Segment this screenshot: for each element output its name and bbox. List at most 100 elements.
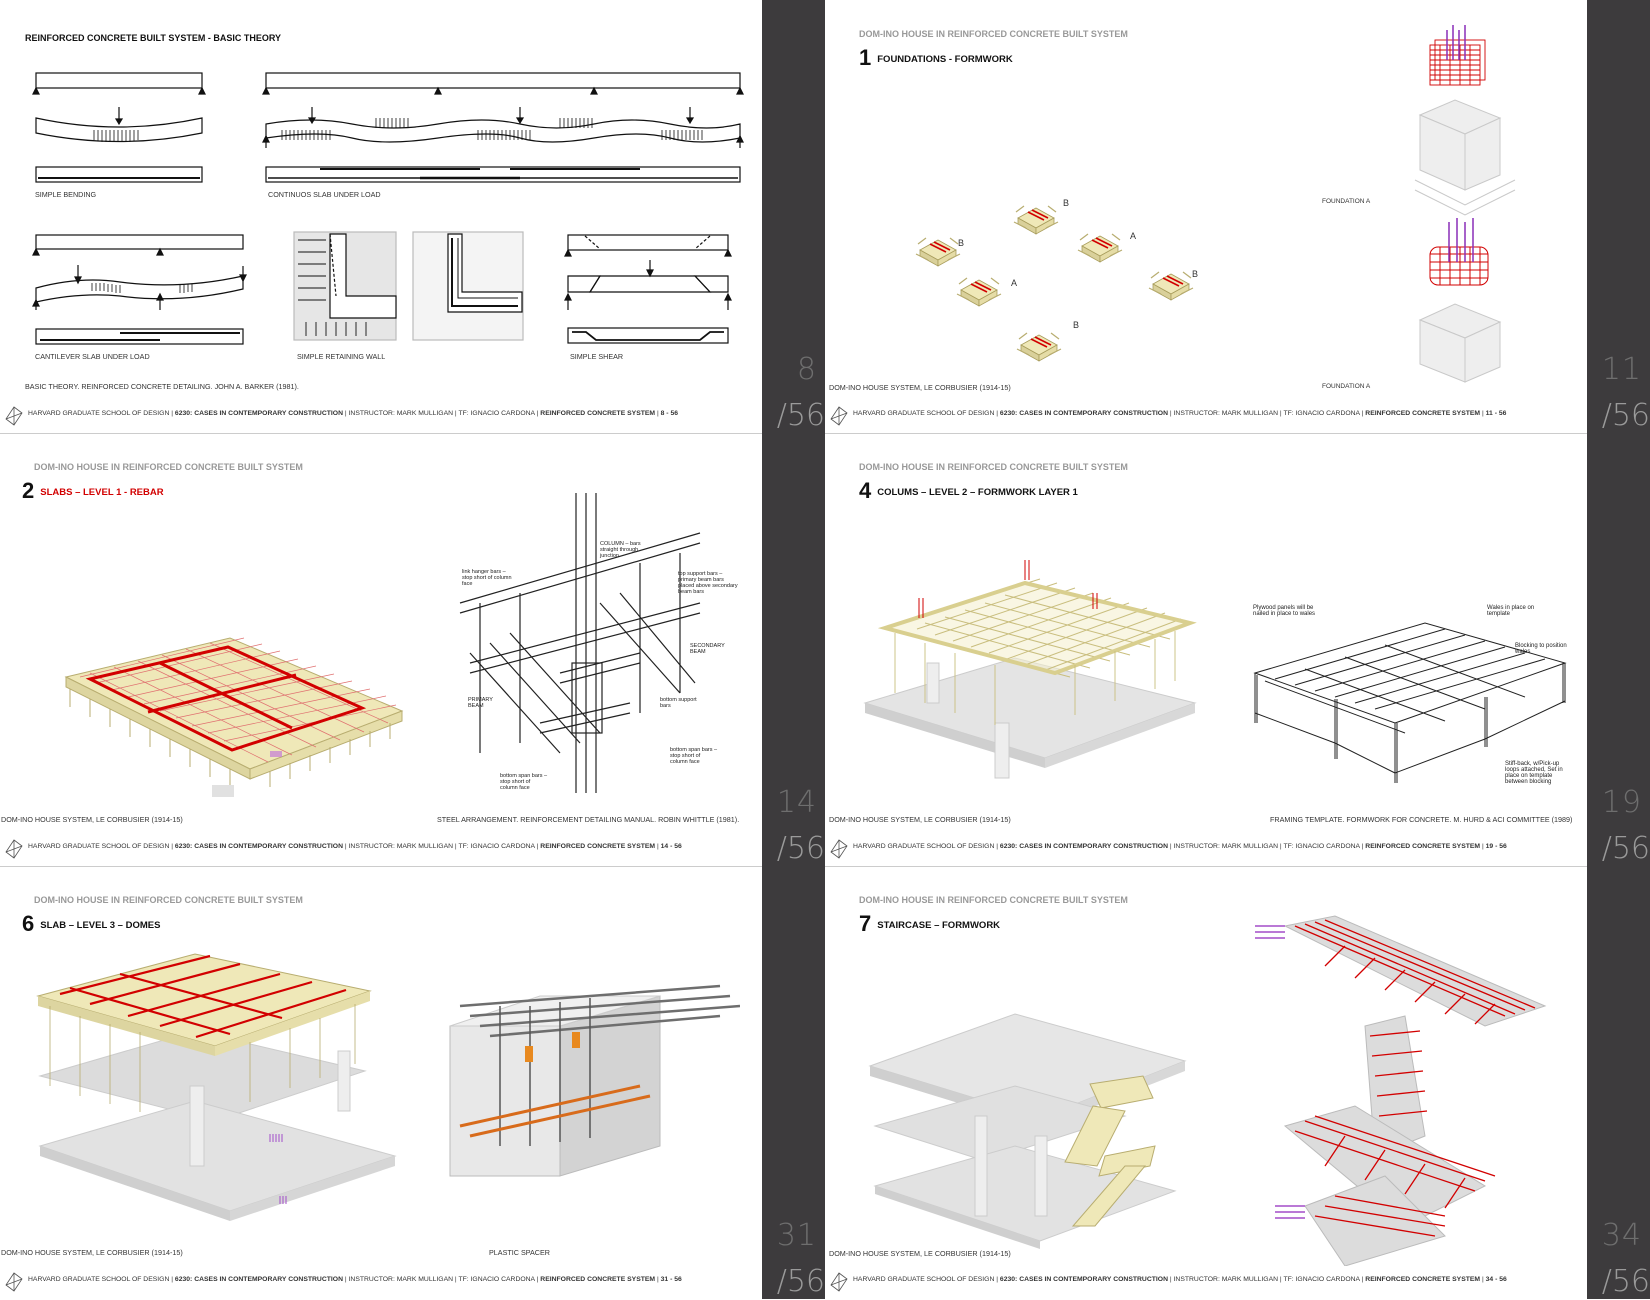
caption-source: DOM-INO HOUSE SYSTEM, LE CORBUSIER (1914…: [1, 1248, 183, 1257]
footer-school: HARVARD GRADUATE SCHOOL OF DESIGN: [28, 410, 170, 417]
slide-header: DOM-INO HOUSE IN REINFORCED CONCRETE BUI…: [34, 462, 303, 472]
caption-simple-shear: SIMPLE SHEAR: [570, 352, 624, 361]
label-a: A: [1130, 231, 1137, 241]
page-number: 11: [1601, 352, 1642, 387]
note-stiff-back: Stiff-back, w/Pick-up loops attached, Se…: [1505, 761, 1563, 785]
gsd-logo-icon: [5, 1272, 23, 1292]
footer-system: REINFORCED CONCRETE SYSTEM: [1365, 410, 1481, 417]
slide-header: DOM-INO HOUSE IN REINFORCED CONCRETE BUI…: [34, 895, 303, 905]
page-total: /56: [776, 831, 825, 866]
slide-footer: HARVARD GRADUATE SCHOOL OF DESIGN | 6230…: [825, 838, 1587, 859]
staircase-rebar-diagram: [1255, 915, 1547, 1266]
caption-framing: FRAMING TEMPLATE. FORMWORK FOR CONCRETE.…: [1270, 815, 1573, 824]
caption-retaining-wall: SIMPLE RETAINING WALL: [297, 352, 386, 361]
label-a: A: [1011, 278, 1018, 288]
divider: [825, 866, 1587, 867]
footer-school: HARVARD GRADUATE SCHOOL OF DESIGN: [853, 1276, 995, 1283]
note-bottom-support: bottom support bars: [660, 697, 697, 709]
note-blocking: Blocking to position wales: [1515, 643, 1567, 655]
footer-instructor: INSTRUCTOR: MARK MULLIGAN: [348, 410, 454, 417]
caption-source: BASIC THEORY. REINFORCED CONCRETE DETAIL…: [25, 382, 299, 391]
step-number: 2: [22, 478, 35, 503]
step-title: SLABS – LEVEL 1 - REBAR: [40, 487, 164, 498]
page-total: /56: [776, 398, 825, 433]
divider: [0, 433, 762, 434]
footer-system: REINFORCED CONCRETE SYSTEM: [1365, 1276, 1481, 1283]
footer-instructor: INSTRUCTOR: MARK MULLIGAN: [348, 1276, 454, 1283]
note-primary: PRIMARY BEAM: [468, 697, 493, 709]
page-number: 19: [1601, 785, 1642, 820]
caption-plastic-spacer: PLASTIC SPACER: [489, 1248, 550, 1257]
page-sidebar: [1587, 866, 1650, 1299]
footer-page: 8 - 56: [660, 410, 679, 417]
domes-slab-diagram: [36, 953, 397, 1221]
plastic-spacer-diagram: [449, 984, 740, 1177]
footer-system: REINFORCED CONCRETE SYSTEM: [540, 843, 656, 850]
gsd-logo-icon: [5, 406, 23, 426]
footer-page: 19 - 56: [1485, 843, 1507, 850]
footer-course: 6230: CASES IN CONTEMPORARY CONSTRUCTION: [174, 410, 343, 417]
slide-14[interactable]: DOM-INO HOUSE IN REINFORCED CONCRETE BUI…: [0, 433, 825, 866]
label-b: B: [1073, 320, 1080, 330]
slide-header: DOM-INO HOUSE IN REINFORCED CONCRETE BUI…: [859, 29, 1128, 39]
gsd-logo-icon: [830, 839, 848, 859]
basic-theory-diagrams: [32, 72, 744, 345]
gsd-logo-icon: [5, 839, 23, 859]
slide-footer: HARVARD GRADUATE SCHOOL OF DESIGN | 6230…: [0, 1271, 762, 1292]
note-link: link hanger bars – stop short of column …: [462, 569, 512, 587]
divider: [825, 433, 1587, 434]
slide-footer: HARVARD GRADUATE SCHOOL OF DESIGN | 6230…: [825, 405, 1587, 426]
footer-school: HARVARD GRADUATE SCHOOL OF DESIGN: [853, 410, 995, 417]
gsd-logo-icon: [830, 1272, 848, 1292]
step-title: SLAB – LEVEL 3 – DOMES: [40, 920, 161, 931]
slide-8[interactable]: REINFORCED CONCRETE BUILT SYSTEM - BASIC…: [0, 0, 825, 433]
caption-source: DOM-INO HOUSE SYSTEM, LE CORBUSIER (1914…: [829, 383, 1011, 392]
note-bottom-span: bottom span bars – stop short of column …: [670, 747, 718, 765]
footer-instructor: INSTRUCTOR: MARK MULLIGAN: [348, 843, 454, 850]
step-title: FOUNDATIONS - FORMWORK: [877, 54, 1013, 65]
divider: [0, 866, 762, 867]
page-total: /56: [776, 1264, 825, 1299]
slide-footer: HARVARD GRADUATE SCHOOL OF DESIGN | 6230…: [0, 405, 762, 426]
page-number: 31: [776, 1218, 817, 1253]
step-number: 7: [859, 911, 872, 936]
footer-school: HARVARD GRADUATE SCHOOL OF DESIGN: [28, 843, 170, 850]
footer-page: 34 - 56: [1485, 1276, 1507, 1283]
footer-system: REINFORCED CONCRETE SYSTEM: [540, 1276, 656, 1283]
caption-simple-bending: SIMPLE BENDING: [35, 190, 97, 199]
label-b: B: [1063, 198, 1070, 208]
page-number: 8: [796, 352, 817, 387]
footer-course: 6230: CASES IN CONTEMPORARY CONSTRUCTION: [999, 843, 1168, 850]
page-total: /56: [1601, 1264, 1650, 1299]
footer-tf: TF: IGNACIO CARDONA: [1283, 1276, 1360, 1283]
footer-school: HARVARD GRADUATE SCHOOL OF DESIGN: [853, 843, 995, 850]
step-number: 4: [859, 478, 872, 503]
slide-31[interactable]: DOM-INO HOUSE IN REINFORCED CONCRETE BUI…: [0, 866, 825, 1299]
label-b: B: [958, 238, 965, 248]
caption-continuous-slab: CONTINUOS SLAB UNDER LOAD: [268, 190, 381, 199]
footer-course: 6230: CASES IN CONTEMPORARY CONSTRUCTION: [174, 1276, 343, 1283]
footer-tf: TF: IGNACIO CARDONA: [458, 1276, 535, 1283]
footer-instructor: INSTRUCTOR: MARK MULLIGAN: [1173, 843, 1279, 850]
step-number: 6: [22, 911, 35, 936]
footer-page: 14 - 56: [660, 843, 682, 850]
framing-template-drawing: [1253, 622, 1567, 783]
note-column: COLUMN – bars straight through junction: [600, 541, 641, 559]
slide-34[interactable]: DOM-INO HOUSE IN REINFORCED CONCRETE BUI…: [825, 866, 1650, 1299]
gsd-logo-icon: [830, 406, 848, 426]
slide-header: DOM-INO HOUSE IN REINFORCED CONCRETE BUI…: [859, 462, 1128, 472]
slide-header: DOM-INO HOUSE IN REINFORCED CONCRETE BUI…: [859, 895, 1128, 905]
caption-source: DOM-INO HOUSE SYSTEM, LE CORBUSIER (1914…: [1, 815, 183, 824]
slide-19[interactable]: DOM-INO HOUSE IN REINFORCED CONCRETE BUI…: [825, 433, 1650, 866]
caption-source: DOM-INO HOUSE SYSTEM, LE CORBUSIER (1914…: [829, 1249, 1011, 1258]
caption-source: DOM-INO HOUSE SYSTEM, LE CORBUSIER (1914…: [829, 815, 1011, 824]
slide-11[interactable]: DOM-INO HOUSE IN REINFORCED CONCRETE BUI…: [825, 0, 1650, 433]
note-bottom-span: bottom span bars – stop short of column …: [500, 773, 548, 791]
slide-title: 2 SLABS – LEVEL 1 - REBAR: [22, 478, 164, 504]
foundations-diagram: [915, 25, 1516, 383]
page-total: /56: [1601, 398, 1650, 433]
slide-footer: HARVARD GRADUATE SCHOOL OF DESIGN | 6230…: [0, 838, 762, 859]
step-title: COLUMS – LEVEL 2 – FORMWORK LAYER 1: [877, 487, 1078, 498]
